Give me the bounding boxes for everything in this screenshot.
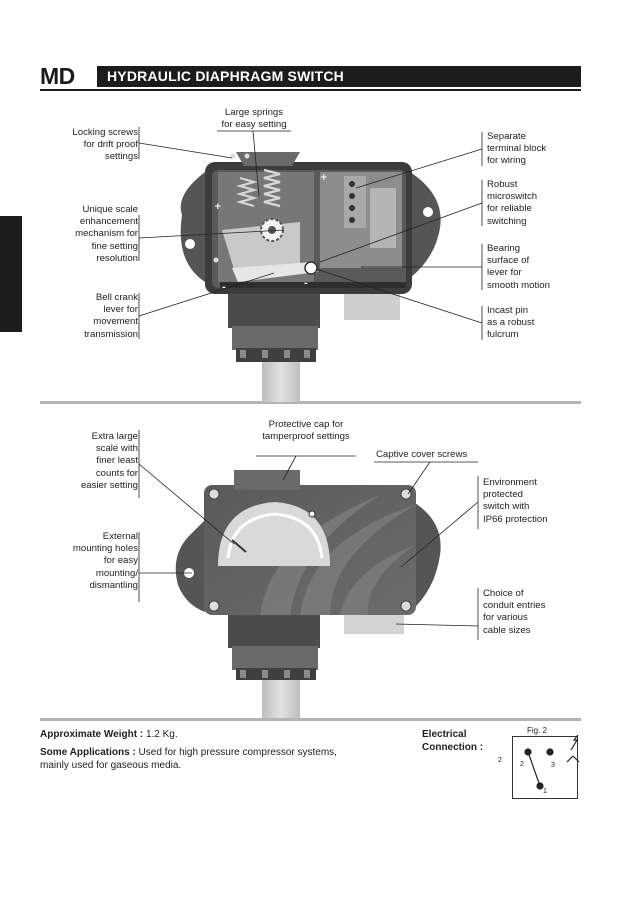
page-title: HYDRAULIC DIAPHRAGM SWITCH — [107, 68, 344, 84]
label-incast-pin: Incast pin as a robust fulcrum — [487, 305, 535, 341]
terminal-2-label: 2 — [520, 761, 524, 768]
label-external-mounting: External mounting holes for easy mountin… — [72, 531, 138, 591]
weight-label: Approximate Weight : — [40, 729, 144, 740]
label-conduit-entries: Choice of conduit entries for various ca… — [483, 588, 546, 636]
model-code: MD — [40, 63, 75, 89]
closed-switch-illustration — [175, 470, 441, 718]
label-unique-scale: Unique scale enhancement mechanism for f… — [75, 204, 138, 264]
label-captive-cover: Captive cover screws — [376, 449, 468, 460]
applications-block: Some Applications : Used for high pressu… — [40, 746, 380, 772]
terminal-1-label: 1 — [543, 788, 547, 795]
label-environment-protected: Environment protected switch with IP66 p… — [483, 477, 548, 525]
label-locking-screws: Locking screws for drift proof settings — [72, 127, 138, 163]
title-bar: HYDRAULIC DIAPHRAGM SWITCH — [97, 66, 581, 87]
fig-2-caption: Fig. 2 — [527, 726, 548, 735]
electrical-connection-label: Electrical Connection : — [422, 729, 484, 753]
applications-label: Some Applications : — [40, 747, 136, 758]
side-tab-marker — [0, 216, 22, 332]
terminal-2-outer-label: 2 — [498, 757, 502, 764]
applications-text-2: mainly used for gaseous media. — [40, 760, 182, 771]
weight-value: 1.2 Kg. — [145, 729, 178, 740]
svg-text:+: + — [214, 202, 222, 212]
label-bearing-surface: Bearing surface of lever for smooth moti… — [487, 243, 550, 291]
label-extra-large-scale: Extra large scale with finer least count… — [80, 431, 138, 491]
label-large-springs: Large springs for easy setting — [221, 107, 287, 131]
header-rule — [40, 89, 581, 91]
svg-text:-: - — [304, 279, 308, 289]
svg-text:+: + — [320, 173, 328, 183]
section-divider — [40, 718, 581, 721]
electrical-symbol — [524, 734, 580, 790]
label-bell-crank: Bell crank lever for movement transmissi… — [84, 292, 138, 340]
applications-text-1: Used for high pressure compressor system… — [138, 747, 337, 758]
open-switch-illustration: + + - - — [180, 152, 441, 402]
leader-lines-top — [138, 127, 483, 340]
label-separate-terminal: Separate terminal block for wiring — [487, 131, 547, 167]
fig-2-box — [512, 736, 578, 799]
leader-lines-bottom — [138, 430, 479, 640]
svg-text:-: - — [222, 283, 226, 293]
label-robust-microswitch: Robust microswitch for reliable switchin… — [487, 179, 538, 227]
label-protective-cap: Protective cap for tamperproof settings — [262, 419, 350, 443]
weight-line: Approximate Weight : 1.2 Kg. — [40, 728, 178, 741]
terminal-3-label: 3 — [551, 762, 555, 769]
section-divider — [40, 401, 581, 404]
